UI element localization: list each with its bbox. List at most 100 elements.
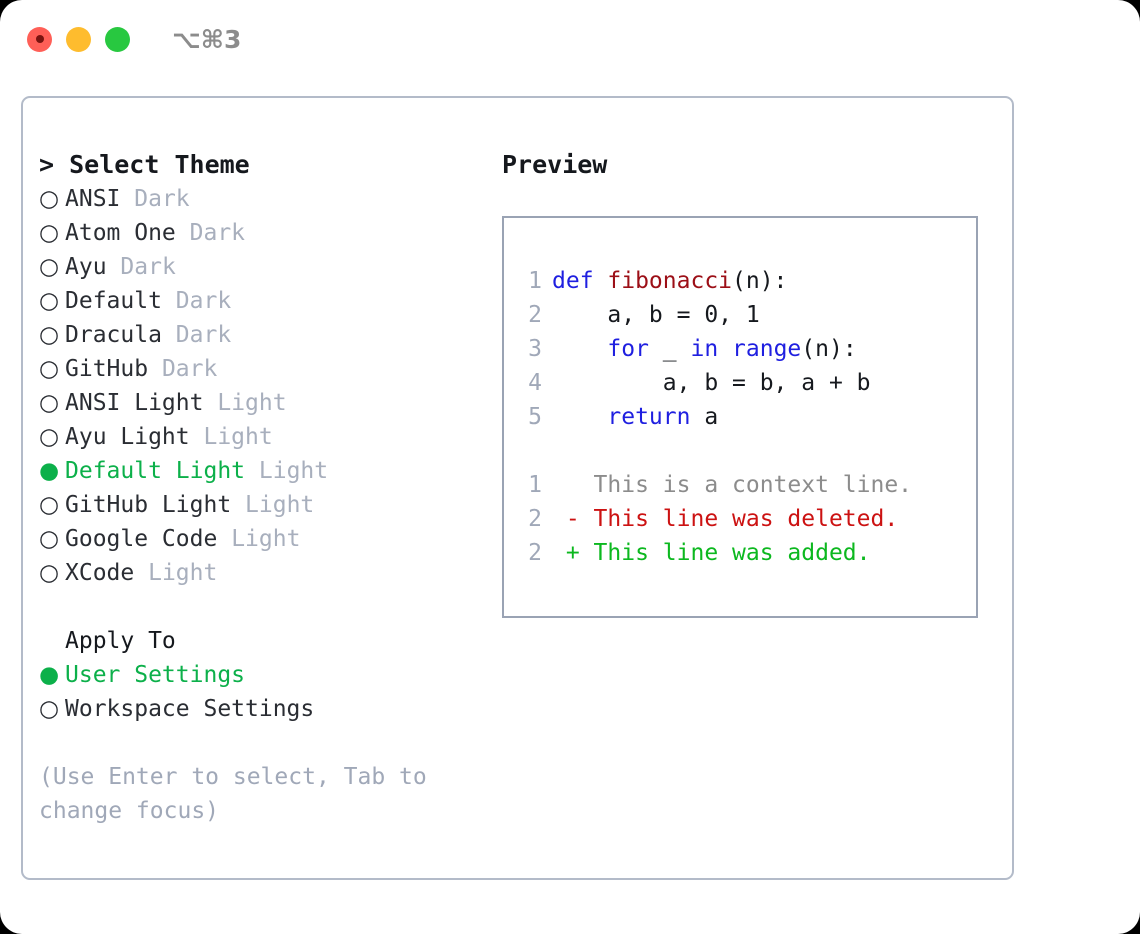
code-token: fibonacci xyxy=(607,268,733,294)
theme-option-name: GitHub xyxy=(65,356,149,382)
code-token: a, b = b, a + b xyxy=(552,370,871,396)
theme-option-name: Default xyxy=(65,288,162,314)
apply-to-option-name: Workspace Settings xyxy=(65,696,315,722)
maximize-window-button[interactable] xyxy=(105,26,130,52)
line-number: 5 xyxy=(528,404,542,430)
theme-list-column: > Select Theme ○ANSI Dark○Atom One Dark○… xyxy=(39,148,479,828)
radio-unselected-icon: ○ xyxy=(39,526,60,552)
spacer xyxy=(231,488,245,522)
list-spacer xyxy=(39,590,479,624)
theme-option-name: ANSI Light xyxy=(65,390,204,416)
minimize-window-button[interactable] xyxy=(66,26,91,52)
radio-unselected-icon: ○ xyxy=(39,288,60,314)
code-token xyxy=(552,336,607,362)
code-token: for xyxy=(607,336,649,362)
line-content: + This line was added. xyxy=(552,536,871,570)
diff-line: 2 - This line was deleted. xyxy=(518,502,976,536)
line-content: - This line was deleted. xyxy=(552,502,898,536)
line-number: 1 xyxy=(528,472,542,498)
line-content: This is a context line. xyxy=(552,468,913,502)
diff-line: 1 This is a context line. xyxy=(518,468,976,502)
code-token: a, b = 0, 1 xyxy=(552,302,760,328)
theme-option[interactable]: ○Default Dark xyxy=(39,284,479,318)
theme-option[interactable]: ○Ayu Dark xyxy=(39,250,479,284)
window-controls xyxy=(27,26,130,52)
theme-option-name: ANSI xyxy=(65,186,121,212)
code-token: (n): xyxy=(732,268,788,294)
line-content: return a xyxy=(552,400,718,434)
radio-selected-icon: ● xyxy=(39,662,60,688)
title-bar: ⌥⌘3 xyxy=(0,0,1140,78)
theme-option[interactable]: ○Dracula Dark xyxy=(39,318,479,352)
code-token: def xyxy=(552,268,608,294)
theme-list[interactable]: ○ANSI Dark○Atom One Dark○Ayu Dark○Defaul… xyxy=(39,182,479,590)
spacer xyxy=(162,284,176,318)
theme-option-variant-tag: Light xyxy=(245,492,315,518)
keyboard-shortcut-label: ⌥⌘3 xyxy=(172,24,242,54)
diff-line: 2 + This line was added. xyxy=(518,536,976,570)
code-line: 5 return a xyxy=(518,400,976,434)
spacer xyxy=(120,182,134,216)
spacer xyxy=(217,522,231,556)
spacer xyxy=(134,556,148,590)
radio-unselected-icon: ○ xyxy=(39,696,60,722)
code-line: 3 for _ in range(n): xyxy=(518,332,976,366)
theme-option[interactable]: ○ANSI Light Light xyxy=(39,386,479,420)
line-number: 2 xyxy=(528,506,542,532)
code-token: range xyxy=(732,336,802,362)
code-token: This is a context line. xyxy=(552,472,913,498)
spacer xyxy=(176,216,190,250)
line-content: a, b = 0, 1 xyxy=(552,298,760,332)
line-number: 2 xyxy=(528,540,542,566)
apply-to-heading: Apply To xyxy=(65,628,176,654)
theme-option[interactable]: ○GitHub Dark xyxy=(39,352,479,386)
apply-to-option[interactable]: ●User Settings xyxy=(39,658,479,692)
radio-unselected-icon: ○ xyxy=(39,322,60,348)
theme-option[interactable]: ○XCode Light xyxy=(39,556,479,590)
theme-option-variant-tag: Dark xyxy=(134,186,190,212)
theme-option[interactable]: ○Atom One Dark xyxy=(39,216,479,250)
theme-selector-panel: > Select Theme ○ANSI Dark○Atom One Dark○… xyxy=(21,96,1014,880)
radio-unselected-icon: ○ xyxy=(39,424,60,450)
code-line: 4 a, b = b, a + b xyxy=(518,366,976,400)
code-token: a xyxy=(690,404,719,430)
code-token: in xyxy=(690,336,719,362)
keyboard-hint-text: (Use Enter to select, Tab to change focu… xyxy=(39,764,427,824)
line-number: 4 xyxy=(528,370,542,396)
radio-unselected-icon: ○ xyxy=(39,560,60,586)
theme-option[interactable]: ●Default Light Light xyxy=(39,454,479,488)
theme-option-variant-tag: Light xyxy=(258,458,329,484)
code-token: + This line was added. xyxy=(552,540,871,566)
close-window-button[interactable] xyxy=(27,26,52,52)
theme-option-name: Ayu xyxy=(65,254,107,280)
apply-to-option[interactable]: ○Workspace Settings xyxy=(39,692,479,726)
preview-heading: Preview xyxy=(502,150,608,179)
apply-to-option-name: User Settings xyxy=(65,662,246,688)
theme-option[interactable]: ○GitHub Light Light xyxy=(39,488,479,522)
radio-unselected-icon: ○ xyxy=(39,186,60,212)
code-token: _ xyxy=(648,336,691,362)
radio-unselected-icon: ○ xyxy=(39,390,60,416)
radio-unselected-icon: ○ xyxy=(39,492,60,518)
line-content: for _ in range(n): xyxy=(552,332,856,366)
theme-option[interactable]: ○ANSI Dark xyxy=(39,182,479,216)
theme-option-name: Dracula xyxy=(65,322,162,348)
spacer xyxy=(190,420,204,454)
theme-option-variant-tag: Light xyxy=(217,390,287,416)
theme-option[interactable]: ○Google Code Light xyxy=(39,522,479,556)
code-token xyxy=(552,404,607,430)
theme-option[interactable]: ○Ayu Light Light xyxy=(39,420,479,454)
theme-option-variant-tag: Light xyxy=(231,526,301,552)
code-line: 2 a, b = 0, 1 xyxy=(518,298,976,332)
theme-option-variant-tag: Light xyxy=(203,424,273,450)
spacer xyxy=(245,454,259,488)
apply-to-list[interactable]: ●User Settings○Workspace Settings xyxy=(39,658,479,726)
radio-unselected-icon: ○ xyxy=(39,356,60,382)
theme-option-variant-tag: Dark xyxy=(175,288,232,314)
theme-option-name: Default Light xyxy=(65,458,246,484)
theme-option-variant-tag: Dark xyxy=(189,220,246,246)
radio-unselected-icon: ○ xyxy=(39,254,60,280)
